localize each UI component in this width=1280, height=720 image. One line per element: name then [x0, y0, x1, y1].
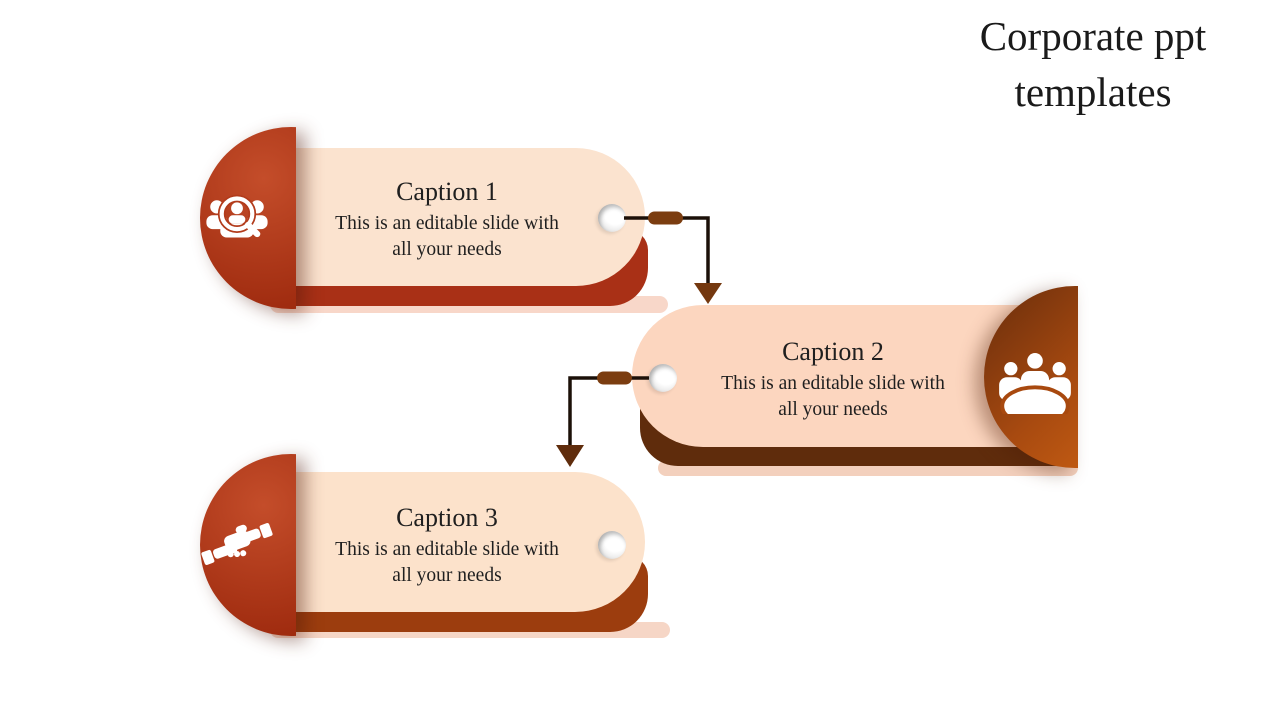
card2-tag-hole	[649, 364, 677, 392]
card3-caption: Caption 3	[396, 503, 498, 532]
card1-caption: Caption 1	[396, 177, 498, 206]
card2-text: Caption 2 This is an editable slide with…	[713, 337, 953, 422]
card1-badge-circle	[200, 127, 296, 309]
connector1-arrowhead	[694, 283, 722, 304]
connector2-arrowhead	[556, 445, 584, 467]
connector2-pill	[597, 371, 632, 385]
card1-badge	[200, 127, 296, 309]
card1-description: This is an editable slide with all your …	[335, 212, 559, 260]
card1-tag-body	[240, 148, 645, 286]
card3-badge-circle	[200, 454, 296, 636]
connector1-pill	[648, 211, 683, 225]
card3-tag-body	[240, 472, 645, 612]
meeting-icon	[999, 353, 1071, 414]
card2-badge-circle	[984, 286, 1078, 468]
card3-text: Caption 3 This is an editable slide with…	[327, 503, 567, 588]
connector-arrow-2	[556, 371, 649, 467]
card2-description: This is an editable slide with all your …	[721, 372, 945, 420]
card2-caption: Caption 2	[782, 337, 884, 366]
card3-description: This is an editable slide with all your …	[335, 538, 559, 586]
card3-tag-hole	[598, 531, 626, 559]
card3-badge	[200, 454, 296, 636]
people-search-icon	[206, 194, 268, 238]
card2-badge	[984, 286, 1078, 468]
connector1-line	[624, 216, 710, 283]
slide-title: Corporate ppt templates	[979, 13, 1207, 116]
connector-arrow-1	[624, 211, 722, 304]
connector2-line	[568, 376, 649, 445]
card1-text: Caption 1 This is an editable slide with…	[327, 177, 567, 262]
card1-tag-hole	[598, 204, 626, 232]
handshake-icon	[201, 523, 273, 565]
